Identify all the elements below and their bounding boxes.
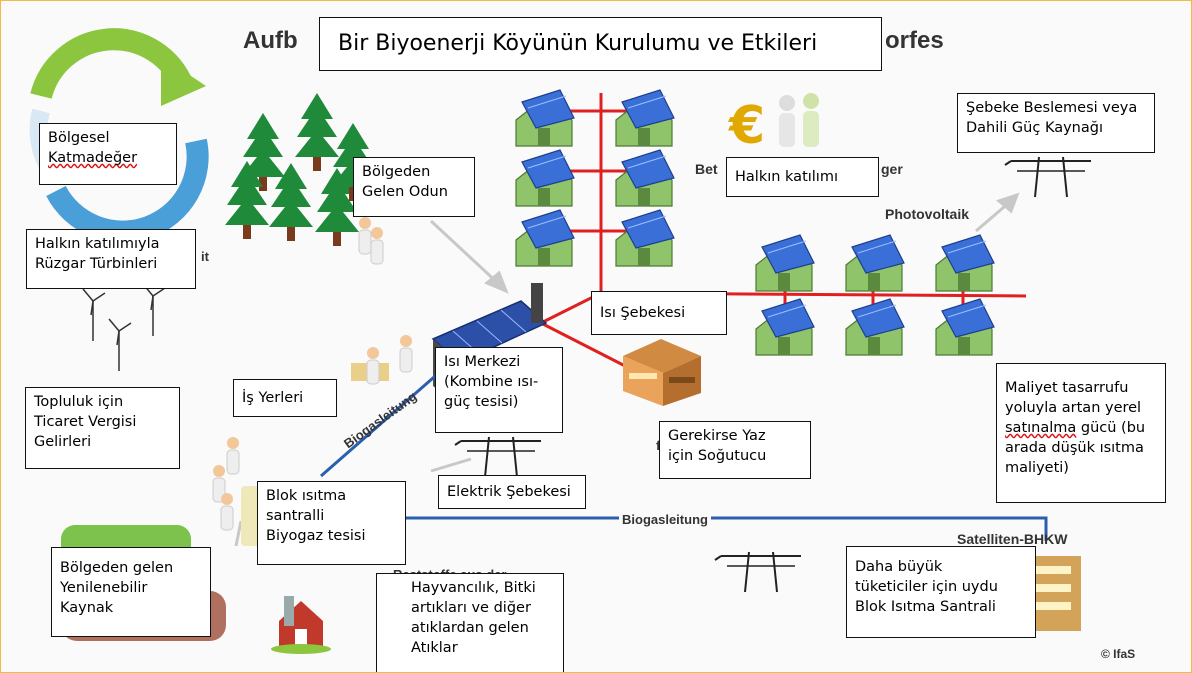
cooling-building (623, 339, 701, 406)
bg-copyright: © IfaS (1101, 647, 1136, 661)
bg-photovoltaik: Photovoltaik (885, 206, 970, 222)
label-workplaces: İş Yerleri (233, 379, 337, 417)
label-heat-grid: Isı Şebekesi (591, 291, 727, 335)
worker-figures-icon (358, 216, 384, 265)
bg-title-left: Aufb (243, 27, 298, 54)
bg-satelliten: Satelliten-BHKW (957, 531, 1068, 547)
bg-beteil-end: ger (881, 161, 903, 177)
wind-turbines-icon (82, 283, 166, 372)
bg-beteil: Bet (695, 161, 718, 177)
label-trade-tax: Topluluk için Ticaret Vergisi Gelirleri (25, 387, 180, 469)
bg-stray-t: it (201, 249, 209, 264)
label-wind-turbines: Halkın katılımıyla Rüzgar Türbinleri (26, 229, 196, 289)
label-electric-grid: Elektrik Şebekesi (438, 475, 586, 509)
label-summer-cooler: Gerekirse Yaz için Soğutucu (659, 421, 811, 479)
label-heat-center: Isı Merkezi (Kombine ısı- güç tesisi) (435, 347, 563, 433)
page-title: Bir Biyoenerji Köyünün Kurulumu ve Etkil… (319, 17, 882, 71)
people-group-icon (212, 436, 240, 531)
label-renewable-source: Bölgeden gelen Yenilenebilir Kaynak (51, 547, 211, 637)
euro-participation-icon: € (728, 93, 819, 156)
svg-text:€: € (728, 96, 765, 156)
farm-barn-icon (271, 596, 331, 654)
label-regional-value: Bölgesel Katmadeğer (39, 123, 177, 185)
label-citizen-participation: Halkın katılımı (726, 157, 879, 197)
workplace-icon (351, 334, 413, 385)
bg-title-right: orfes (885, 27, 944, 54)
flow-arrows (234, 192, 1020, 547)
label-purchasing-power: Maliyet tasarrufu yoluyla artan yerel sa… (996, 363, 1166, 503)
label-satellite-chp: Daha büyük tüketiciler için uydu Blok Is… (846, 546, 1036, 638)
bg-biogasleitung-horiz: Biogasleitung (619, 512, 711, 527)
label-block-heating: Blok ısıtma santralli Biyogaz tesisi (257, 481, 406, 565)
label-regional-wood: Bölgeden Gelen Odun (353, 157, 475, 217)
spellcheck-word: satınalma (1005, 420, 1077, 436)
label-waste: Hayvancılık, Bitki artıkları ve diğer at… (376, 573, 564, 672)
spellcheck-word: Katmadeğer (48, 150, 138, 166)
label-grid-feed: Şebeke Beslemesi veya Dahili Güç Kaynağı (957, 93, 1155, 153)
